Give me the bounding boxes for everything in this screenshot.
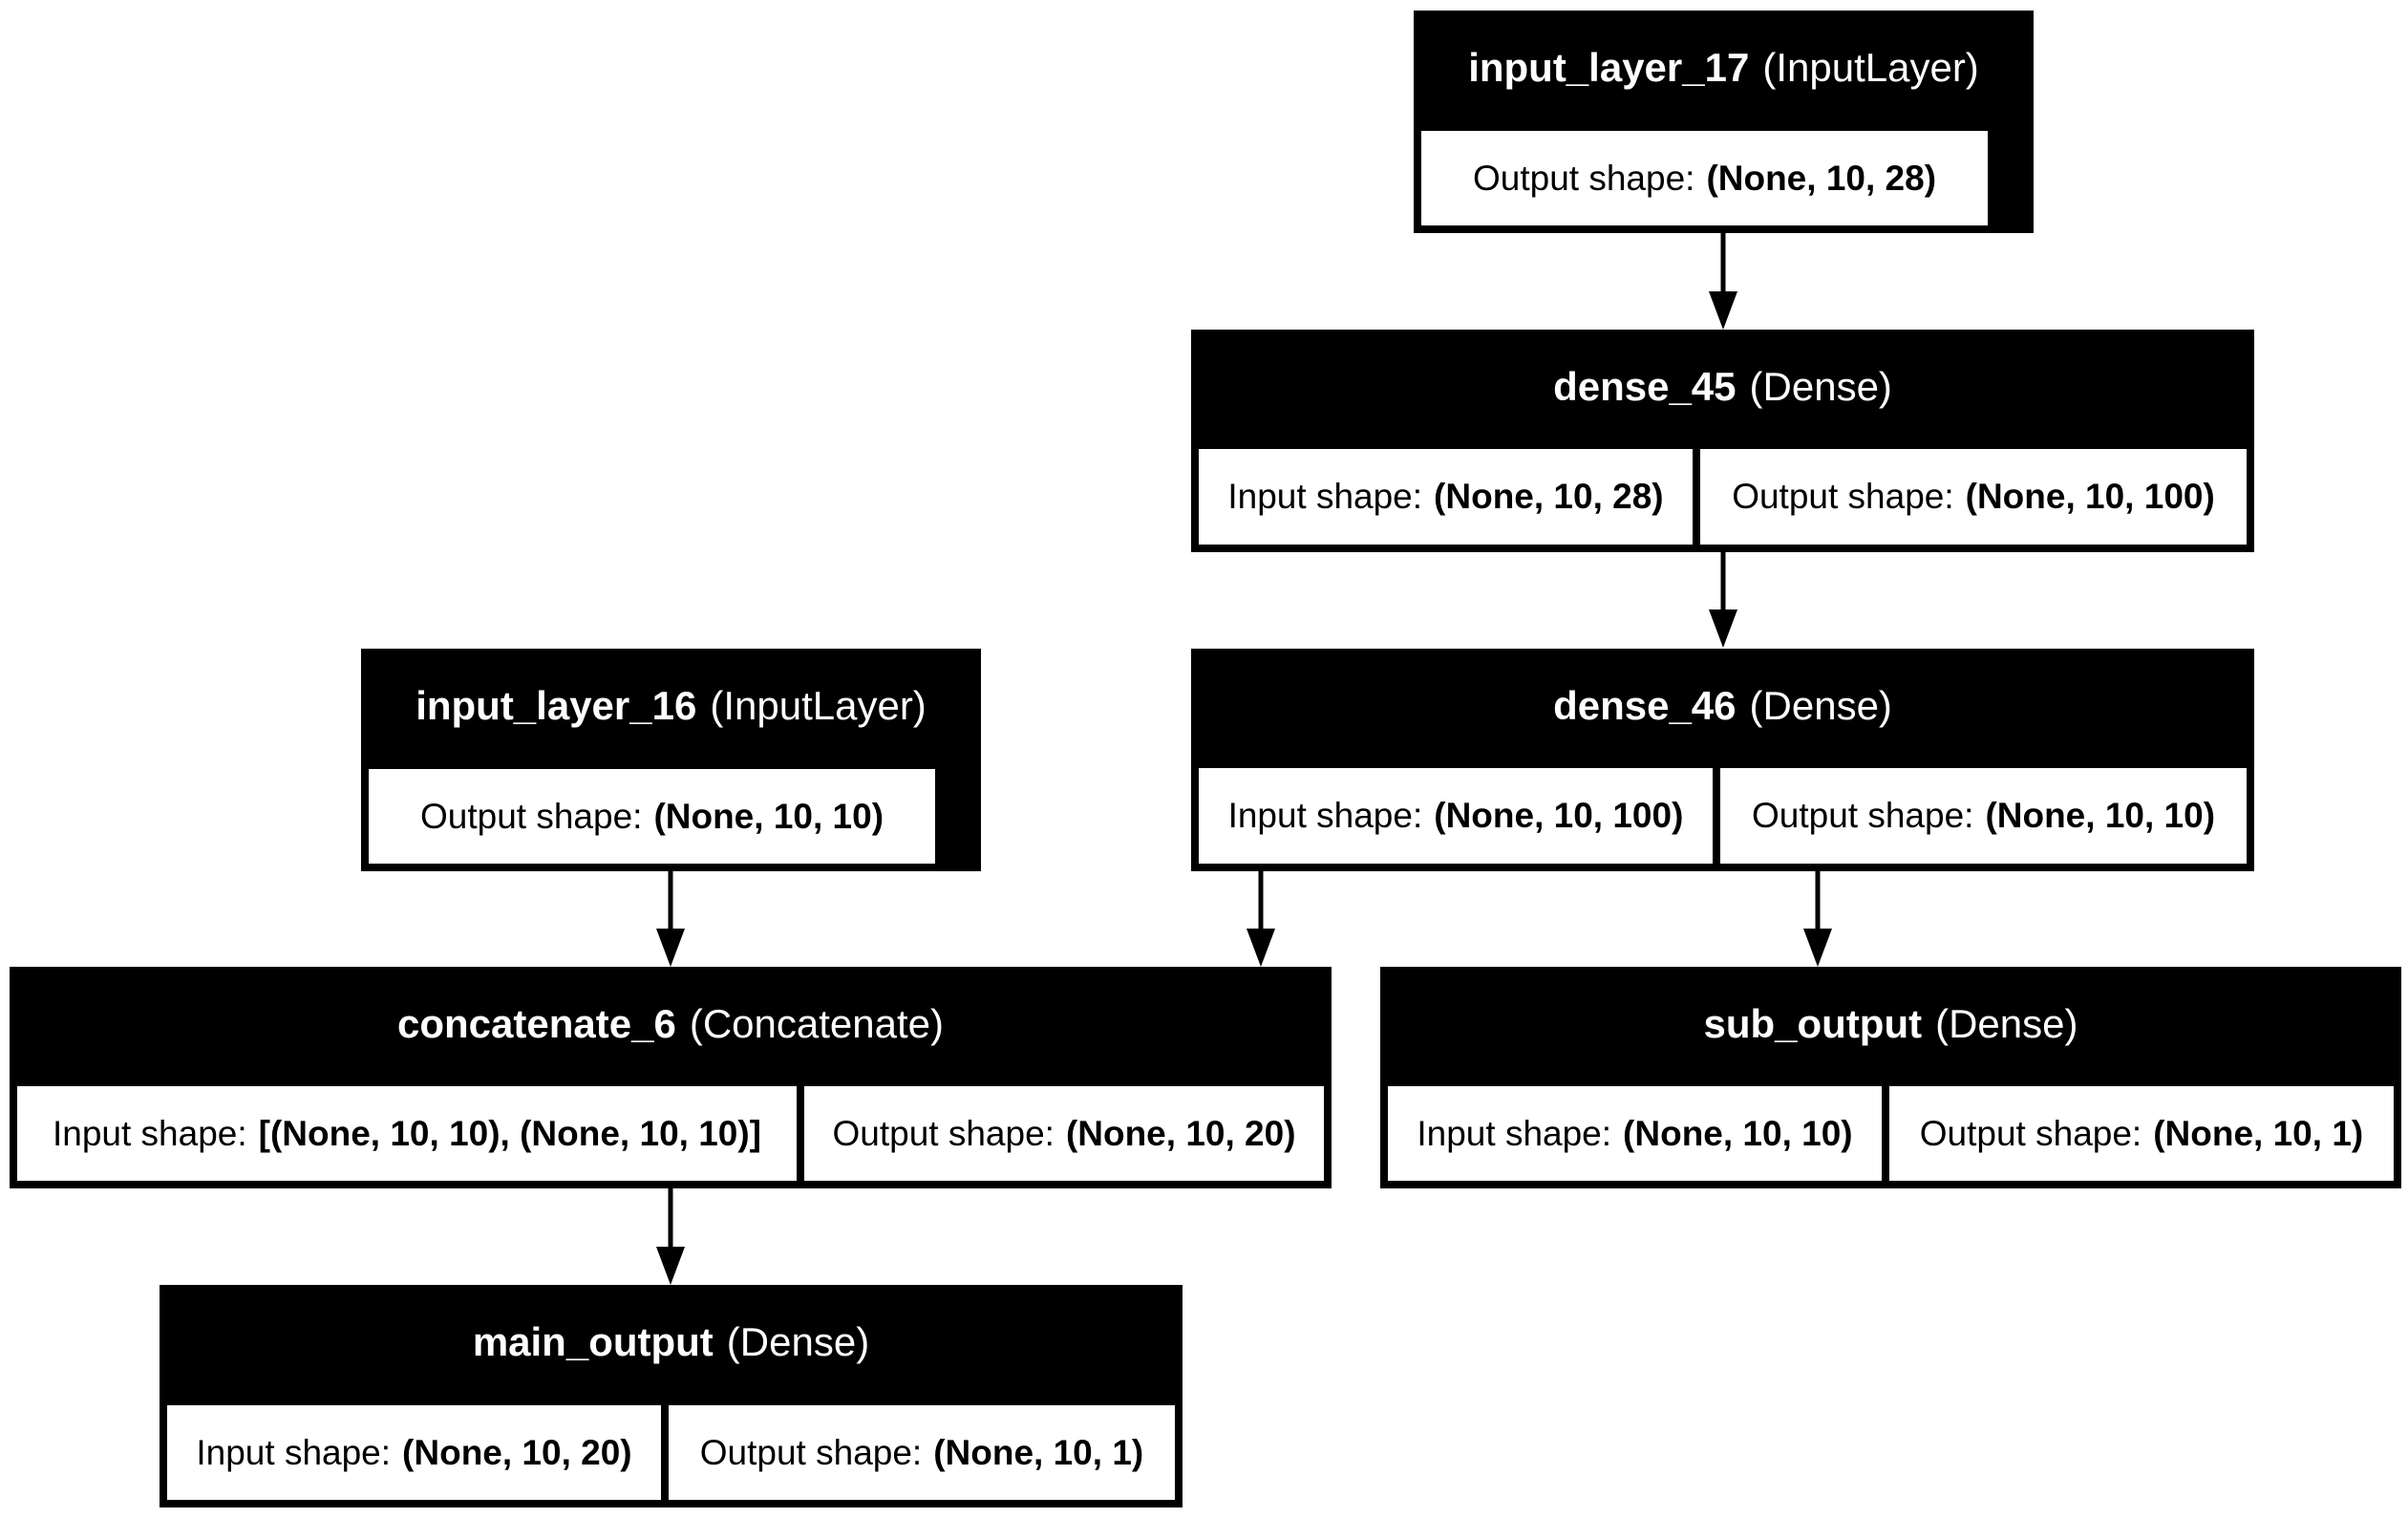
output-shape-value: (None, 10, 1) <box>933 1432 1144 1472</box>
layer-name: sub_output <box>1703 1001 1923 1046</box>
output-shape-label: Output shape: <box>1472 158 1695 198</box>
output-shape-cell: Output shape: (None, 10, 20) <box>804 1086 1324 1181</box>
output-shape-label: Output shape: <box>419 796 643 836</box>
layer-name: dense_46 <box>1553 683 1737 728</box>
output-shape-label: Output shape: <box>832 1113 1055 1153</box>
input-shape-label: Input shape: <box>1227 477 1423 516</box>
edge-dense_46-to-concatenate_6 <box>1247 870 1275 967</box>
node-header: input_layer_16 (InputLayer) <box>361 649 981 763</box>
node-dense_46: dense_46 (Dense) Input shape: (None, 10,… <box>1191 649 2254 871</box>
output-shape-value: (None, 10, 10) <box>1985 796 2216 835</box>
edge-input_layer_16-to-concatenate_6 <box>656 870 685 967</box>
node-header: input_layer_17 (InputLayer) <box>1414 11 2034 125</box>
edge-dense_45-to-dense_46 <box>1709 551 1737 648</box>
node-header: main_output (Dense) <box>160 1285 1183 1400</box>
input-shape-cell: Input shape: (None, 10, 100) <box>1199 768 1713 864</box>
arrowhead-icon <box>1709 609 1737 648</box>
input-shape-label: Input shape: <box>196 1432 392 1472</box>
input-shape-value: [(None, 10, 10), (None, 10, 10)] <box>258 1113 762 1153</box>
input-shape-cell: Input shape: (None, 10, 10) <box>1388 1086 1882 1181</box>
input-shape-label: Input shape: <box>52 1113 247 1153</box>
output-shape-value: (None, 10, 28) <box>1706 158 1937 198</box>
layer-name: concatenate_6 <box>397 1001 676 1046</box>
edge-input_layer_17-to-dense_45 <box>1709 232 1737 330</box>
layer-type: (Concatenate) <box>689 1001 944 1046</box>
edge-dense_46-to-sub_output <box>1803 870 1832 967</box>
input-shape-label: Input shape: <box>1417 1113 1612 1153</box>
layer-type: (Dense) <box>726 1319 870 1364</box>
node-input_layer_17: input_layer_17 (InputLayer) Output shape… <box>1414 11 2034 233</box>
layer-type: (Dense) <box>1749 683 1892 728</box>
layer-name: input_layer_17 <box>1468 45 1750 90</box>
input-shape-cell: Input shape: (None, 10, 28) <box>1199 449 1693 545</box>
input-shape-value: (None, 10, 20) <box>402 1432 632 1472</box>
edge-concatenate_6-to-main_output <box>656 1187 685 1285</box>
node-header: sub_output (Dense) <box>1380 967 2401 1081</box>
output-shape-value: (None, 10, 10) <box>653 796 884 836</box>
node-header: concatenate_6 (Concatenate) <box>10 967 1332 1081</box>
input-shape-value: (None, 10, 10) <box>1623 1113 1853 1153</box>
output-shape-cell: Output shape: (None, 10, 1) <box>669 1405 1175 1500</box>
output-shape-label: Output shape: <box>1919 1113 2142 1153</box>
output-shape-cell: Output shape: (None, 10, 1) <box>1889 1086 2394 1181</box>
output-shape-cell: Output shape: (None, 10, 100) <box>1700 449 2247 545</box>
node-concatenate_6: concatenate_6 (Concatenate) Input shape:… <box>10 967 1332 1188</box>
output-shape-label: Output shape: <box>699 1432 923 1472</box>
node-input_layer_16: input_layer_16 (InputLayer) Output shape… <box>361 649 981 871</box>
node-sub_output: sub_output (Dense) Input shape: (None, 1… <box>1380 967 2401 1188</box>
node-dense_45: dense_45 (Dense) Input shape: (None, 10,… <box>1191 330 2254 552</box>
arrowhead-icon <box>1803 929 1832 967</box>
layer-type: (Dense) <box>1749 364 1892 409</box>
node-main_output: main_output (Dense) Input shape: (None, … <box>160 1285 1183 1507</box>
layer-name: dense_45 <box>1553 364 1737 409</box>
layer-type: (Dense) <box>1935 1001 2078 1046</box>
input-shape-value: (None, 10, 28) <box>1434 477 1664 516</box>
output-shape-value: (None, 10, 100) <box>1965 477 2215 516</box>
arrowhead-icon <box>656 1247 685 1285</box>
output-shape-label: Output shape: <box>1751 796 1974 835</box>
output-shape-value: (None, 10, 1) <box>2153 1113 2364 1153</box>
layer-name: input_layer_16 <box>416 683 697 728</box>
layer-type: (InputLayer) <box>710 683 927 728</box>
output-shape-cell: Output shape: (None, 10, 10) <box>1720 768 2247 864</box>
output-shape-label: Output shape: <box>1732 477 1954 516</box>
output-shape-value: (None, 10, 20) <box>1065 1113 1296 1153</box>
node-header: dense_45 (Dense) <box>1191 330 2254 444</box>
arrowhead-icon <box>1247 929 1275 967</box>
node-header: dense_46 (Dense) <box>1191 649 2254 763</box>
arrowhead-icon <box>1709 291 1737 330</box>
input-shape-label: Input shape: <box>1227 796 1423 835</box>
arrowhead-icon <box>656 929 685 967</box>
layer-name: main_output <box>472 1319 714 1364</box>
output-shape-cell: Output shape: (None, 10, 28) <box>1421 131 1988 225</box>
input-shape-cell: Input shape: (None, 10, 20) <box>167 1405 661 1500</box>
input-shape-cell: Input shape: [(None, 10, 10), (None, 10,… <box>17 1086 797 1181</box>
layer-type: (InputLayer) <box>1762 45 1979 90</box>
output-shape-cell: Output shape: (None, 10, 10) <box>369 769 935 864</box>
input-shape-value: (None, 10, 100) <box>1434 796 1684 835</box>
